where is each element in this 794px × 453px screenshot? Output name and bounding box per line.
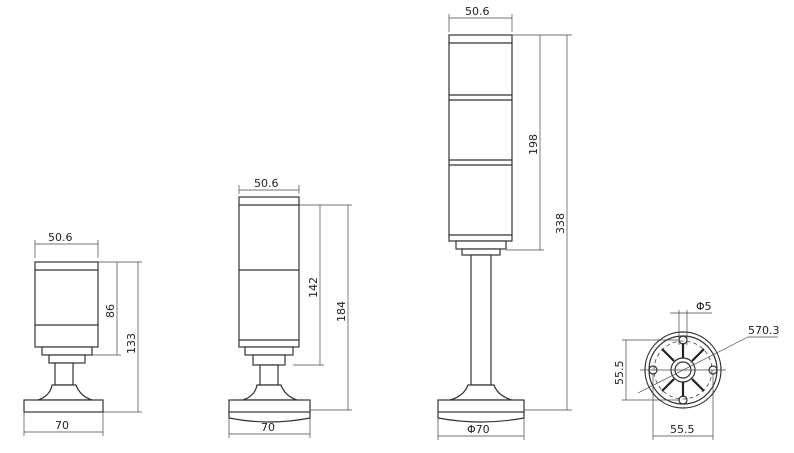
hole-label: Φ5 xyxy=(696,300,712,313)
bottom-view: Φ5 570.3 55.5 55.5 xyxy=(613,300,780,440)
width-label: 50.6 xyxy=(465,5,490,18)
total-height-label: 338 xyxy=(554,213,567,234)
tower-3-tier: 50.6 198 338 Φ70 xyxy=(437,5,572,440)
body-height-label: 142 xyxy=(307,277,320,298)
width-label: 55.5 xyxy=(670,423,695,436)
body-height-label: 198 xyxy=(527,134,540,155)
width-label: 50.6 xyxy=(48,231,73,244)
pcd-label: 570.3 xyxy=(748,324,780,337)
tower-1-tier: 50.6 86 133 70 xyxy=(23,231,142,436)
base-label: Φ70 xyxy=(467,423,490,436)
base-label: 70 xyxy=(55,419,69,432)
width-label: 50.6 xyxy=(254,177,279,190)
tower-2-tier: 50.6 142 184 70 xyxy=(228,177,352,438)
base-label: 70 xyxy=(261,421,275,434)
total-height-label: 184 xyxy=(335,301,348,322)
height-label: 55.5 xyxy=(613,361,626,386)
body-height-label: 86 xyxy=(104,304,117,318)
total-height-label: 133 xyxy=(125,333,138,354)
